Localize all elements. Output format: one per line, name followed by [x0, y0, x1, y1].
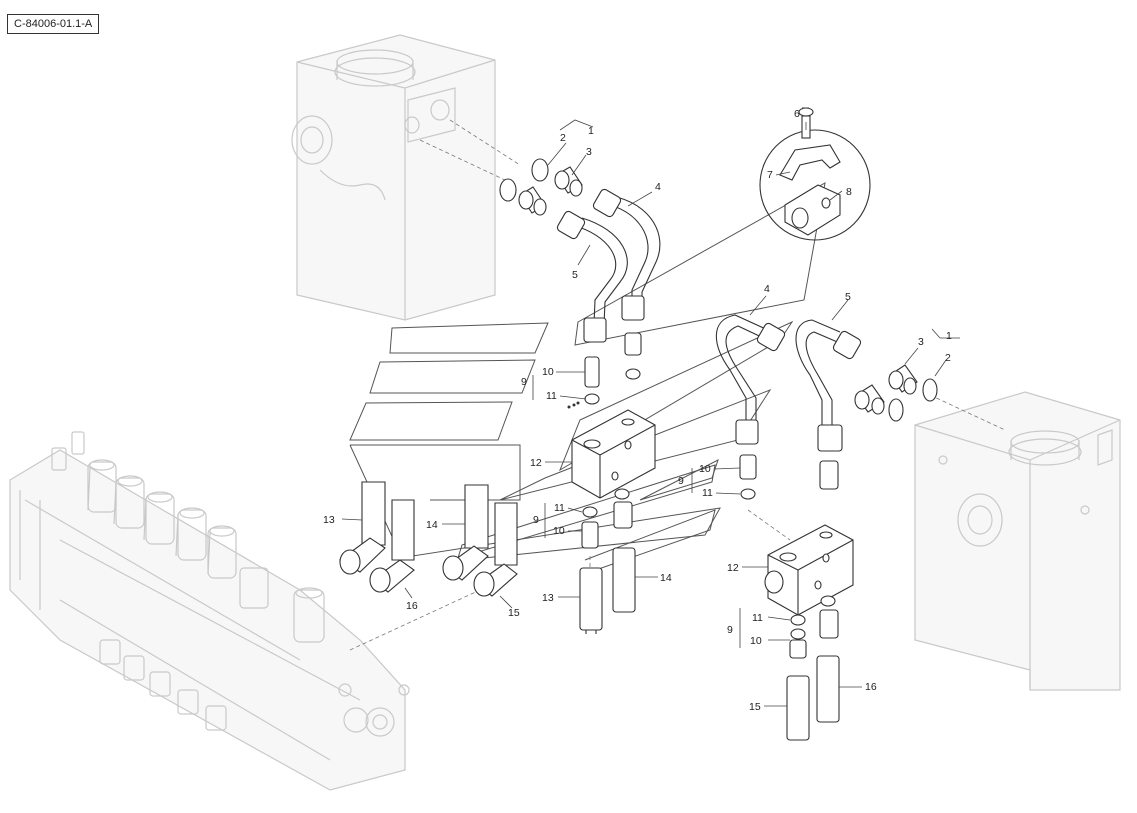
fittings-right-lower [786, 595, 840, 741]
callout-4-right: 4 [764, 283, 770, 295]
callout-2-top: 2 [560, 132, 566, 144]
callout-1-right: 1 [946, 330, 952, 342]
valve-block-upper [567, 356, 656, 499]
callout-15-left: 15 [508, 607, 520, 619]
fittings-middle [579, 488, 636, 634]
callout-numbers: 1 2 3 4 5 6 7 8 4 5 1 3 2 9 10 11 12 10 … [323, 108, 952, 713]
callout-8: 8 [846, 186, 852, 198]
callout-6: 6 [794, 108, 800, 120]
callout-13-left: 13 [323, 514, 335, 526]
fittings-right [854, 364, 938, 422]
callout-16-lower: 16 [865, 681, 877, 693]
callout-13-middle: 13 [542, 592, 554, 604]
leader-lines [341, 122, 947, 707]
callout-14-left: 14 [426, 519, 438, 531]
callout-11-middle: 11 [554, 502, 565, 514]
callout-5-right: 5 [845, 291, 851, 303]
callout-11-upper: 11 [546, 390, 557, 402]
callout-15-lower: 15 [749, 701, 761, 713]
callout-2-right: 2 [945, 352, 951, 364]
callout-7: 7 [767, 169, 773, 181]
callout-10-lower: 10 [750, 635, 762, 647]
callout-10-middle: 10 [553, 525, 565, 537]
label-boxes [349, 322, 549, 441]
fittings-top-left [499, 158, 583, 216]
callout-12-upper: 12 [530, 457, 542, 469]
callout-16-left: 16 [406, 600, 418, 612]
callout-9-lower: 9 [727, 624, 733, 636]
adapters-left [339, 481, 518, 597]
callout-3-right: 3 [918, 336, 924, 348]
callout-brackets [532, 119, 960, 648]
callout-11-right: 11 [702, 487, 713, 499]
callout-5-top: 5 [572, 269, 578, 281]
ghost-right-block [914, 391, 1121, 691]
valve-block-lower [764, 524, 854, 616]
callout-9-middle: 9 [533, 514, 539, 526]
fittings-right-upper [739, 454, 757, 500]
callout-4-top: 4 [655, 181, 661, 193]
callout-1-top: 1 [588, 125, 594, 137]
callout-11-lower: 11 [752, 612, 763, 624]
callout-3-top: 3 [586, 146, 592, 158]
callout-10-upper: 10 [542, 366, 554, 378]
callout-9-right: 9 [678, 475, 684, 487]
pipes-right [715, 314, 862, 490]
callout-14-middle: 14 [660, 572, 672, 584]
document-id-label: C-84006-01.1-A [7, 14, 100, 34]
clamp-detail [759, 107, 871, 241]
callout-12-lower: 12 [727, 562, 739, 574]
ghost-top-block [291, 34, 496, 321]
pipes-top [556, 188, 661, 380]
callout-9-upper: 9 [521, 376, 527, 388]
callout-10-right: 10 [699, 463, 711, 475]
ghost-control-valve-bank [9, 431, 410, 791]
